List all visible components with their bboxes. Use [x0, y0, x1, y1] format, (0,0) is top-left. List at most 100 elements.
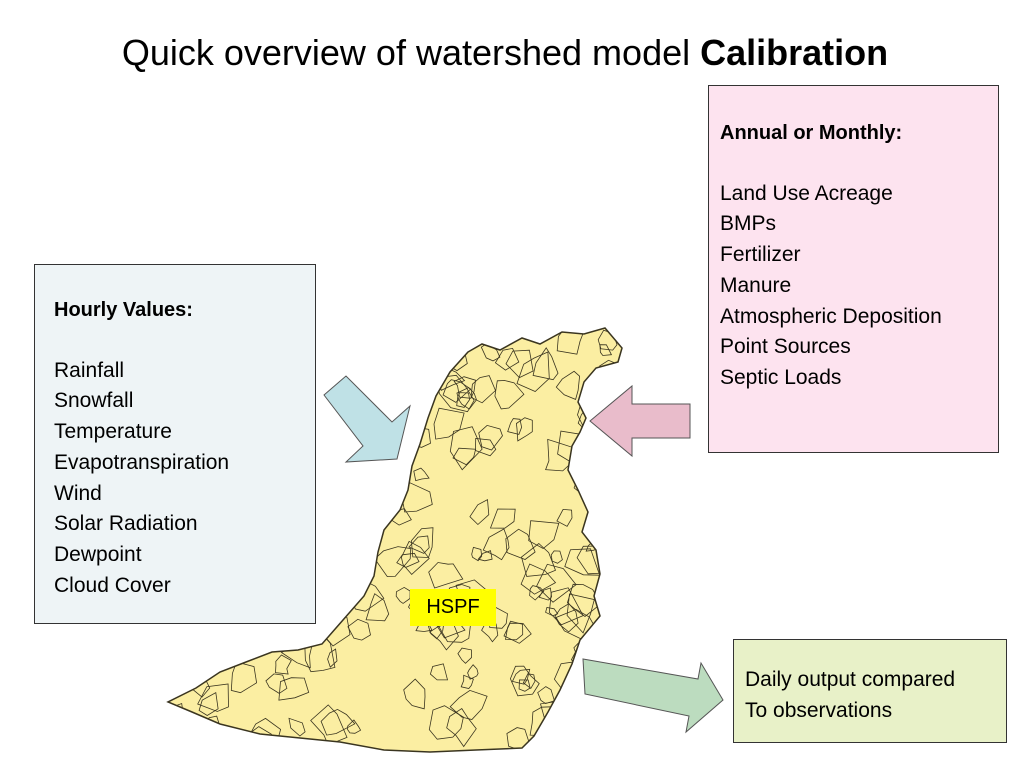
subbasin-boundary — [428, 562, 464, 589]
daily-output-box: Daily output compared To observations — [733, 639, 1007, 743]
annual-item-bmps: BMPs — [720, 212, 777, 236]
title-emphasis: Calibration — [700, 32, 889, 73]
subbasin-boundary — [433, 407, 465, 440]
subbasin-boundary — [345, 356, 365, 376]
subbasin-boundary — [205, 639, 228, 673]
subbasin-boundary — [556, 328, 587, 355]
subbasin-boundary — [550, 550, 563, 564]
subbasin-boundary — [520, 563, 557, 595]
subbasin-boundary — [400, 540, 430, 575]
subbasin-boundary — [381, 482, 399, 497]
subbasin-boundary — [477, 550, 493, 562]
slide-title: Quick overview of watershed model Calibr… — [0, 32, 1010, 74]
subbasin-boundary — [320, 708, 356, 736]
subbasin-boundary — [396, 552, 420, 568]
subbasin-boundary — [392, 370, 406, 388]
subbasin-boundary — [599, 359, 622, 391]
subbasin-boundary — [599, 469, 622, 501]
subbasin-boundary — [570, 710, 585, 726]
hourly-item-temperature: Temperature — [54, 420, 172, 444]
output-arrow-green — [582, 658, 724, 734]
hourly-item-rainfall: Rainfall — [54, 358, 125, 382]
subbasin-boundary — [516, 351, 550, 392]
subbasin-boundary — [528, 520, 560, 549]
hourly-item-cloud-cover: Cloud Cover — [54, 573, 171, 597]
subbasin-boundary — [404, 369, 427, 392]
subbasin-boundary — [421, 328, 461, 358]
subbasin-boundary — [395, 586, 411, 604]
subbasin-boundary — [566, 593, 595, 634]
subbasin-boundary — [545, 607, 559, 617]
subbasin-boundary — [518, 679, 531, 692]
subbasin-boundary — [599, 344, 613, 356]
annual-item-fertilizer: Fertilizer — [720, 243, 801, 267]
subbasin-boundary — [456, 392, 471, 408]
subbasin-boundary — [321, 462, 334, 483]
annual-item-manure: Manure — [720, 273, 792, 297]
subbasin-boundary — [588, 470, 622, 506]
subbasin-boundary — [537, 686, 555, 705]
subbasin-boundary — [522, 673, 536, 689]
subbasin-boundary — [515, 417, 533, 442]
subbasin-boundary — [460, 674, 474, 689]
subbasin-boundary — [480, 343, 501, 362]
subbasin-boundary — [413, 467, 430, 482]
subbasin-boundary — [467, 664, 479, 680]
subbasin-boundary — [335, 460, 356, 479]
subbasin-boundary — [304, 633, 336, 673]
subbasin-boundary — [611, 521, 622, 539]
subbasin-boundary — [535, 727, 550, 750]
subbasin-boundary — [556, 508, 573, 527]
subbasin-boundary — [356, 489, 386, 516]
subbasin-boundary — [600, 475, 622, 503]
subbasin-boundary — [469, 498, 490, 526]
subbasin-boundary — [349, 328, 378, 356]
subbasin-boundary — [366, 478, 388, 504]
subbasin-boundary — [564, 548, 601, 576]
annual-item-point-sources: Point Sources — [720, 335, 851, 359]
subbasin-boundary — [377, 382, 395, 407]
subbasin-boundary — [509, 665, 540, 697]
subbasin-boundary — [201, 655, 222, 676]
subbasin-boundary — [442, 379, 472, 403]
subbasin-boundary — [429, 663, 449, 681]
annual-item-atmospheric-deposition: Atmospheric Deposition — [720, 304, 942, 328]
subbasin-boundary — [566, 583, 602, 618]
subbasin-boundary — [317, 366, 339, 387]
subbasin-boundary — [457, 647, 472, 664]
annual-item-land-use-acreage: Land Use Acreage — [720, 181, 893, 205]
subbasin-boundary — [505, 528, 536, 560]
subbasin-boundary — [507, 418, 523, 435]
subbasin-boundary — [265, 673, 288, 694]
subbasin-boundary — [532, 347, 559, 381]
subbasin-boundary — [506, 727, 530, 752]
hourly-item-dewpoint: Dewpoint — [54, 542, 142, 566]
hourly-item-wind: Wind — [54, 481, 102, 505]
subbasin-boundary — [359, 328, 389, 346]
subbasin-boundary — [322, 495, 342, 518]
subbasin-boundary — [449, 689, 488, 720]
subbasin-boundary — [536, 563, 577, 603]
subbasin-boundary — [573, 716, 590, 739]
subbasin-boundary — [583, 479, 605, 499]
output-line-2: To observations — [745, 698, 893, 722]
subbasin-boundary — [275, 654, 292, 675]
subbasin-boundary — [385, 350, 420, 389]
annual-monthly-box: Annual or Monthly: Land Use Acreage BMPs… — [708, 85, 999, 453]
subbasin-boundary — [612, 451, 622, 467]
subbasin-boundary — [555, 370, 581, 400]
subbasin-boundary — [579, 483, 593, 495]
subbasin-boundary — [449, 426, 483, 471]
subbasin-boundary — [385, 334, 405, 356]
subbasin-boundary — [574, 701, 593, 724]
subbasin-boundary — [452, 447, 477, 466]
subbasin-boundary — [446, 708, 477, 748]
subbasin-boundary — [169, 624, 206, 662]
subbasin-boundary — [168, 710, 175, 732]
subbasin-boundary — [361, 344, 391, 378]
subbasin-boundary — [505, 620, 524, 641]
hourly-item-evapotranspiration: Evapotranspiration — [54, 450, 230, 474]
subbasin-boundary — [489, 508, 516, 529]
subbasin-boundary — [278, 677, 310, 701]
subbasin-boundary — [347, 618, 371, 641]
